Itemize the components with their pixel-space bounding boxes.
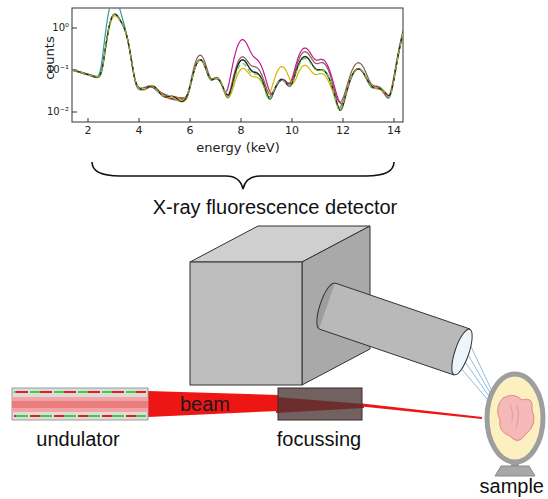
axis-title: energy (keV) (196, 141, 280, 156)
tick-label: 10 (285, 125, 299, 138)
tick-label: 10⁰ (52, 22, 69, 34)
spectrum-line (73, 14, 403, 111)
edge-label: beam (180, 392, 230, 415)
tick-label: 4 (136, 125, 143, 138)
node-shape (140, 196, 475, 392)
tick-label: 6 (187, 125, 194, 138)
spectrum-line (73, 14, 403, 111)
node-shape (482, 370, 546, 476)
tick-label: 8 (238, 125, 245, 138)
beam-connector (362, 404, 482, 420)
spectrum-line (73, 14, 403, 108)
tick-label: 12 (336, 125, 350, 138)
tick-label: 14 (387, 125, 401, 138)
spectrum-line (73, 14, 403, 104)
tick-label: 10⁻² (47, 106, 69, 118)
undulator-box: undulator (12, 388, 148, 420)
tick-label: 10⁻¹ (47, 64, 69, 76)
node-label: X-ray fluorescence detector (153, 196, 398, 219)
node-label: undulator (36, 428, 119, 451)
detector: X-ray fluorescence detector (140, 196, 475, 392)
sample-holder: sample (482, 370, 546, 476)
node-shape (12, 388, 148, 420)
axis-ticks (72, 28, 394, 122)
spectra (73, 8, 403, 111)
node-label: sample (480, 475, 544, 498)
node-label: focussing (277, 428, 362, 451)
focussing-optics: focussing (278, 388, 362, 420)
node-shape (278, 388, 362, 420)
beam-connector (148, 391, 278, 417)
brace (92, 162, 394, 189)
tick-label: 2 (85, 125, 92, 138)
